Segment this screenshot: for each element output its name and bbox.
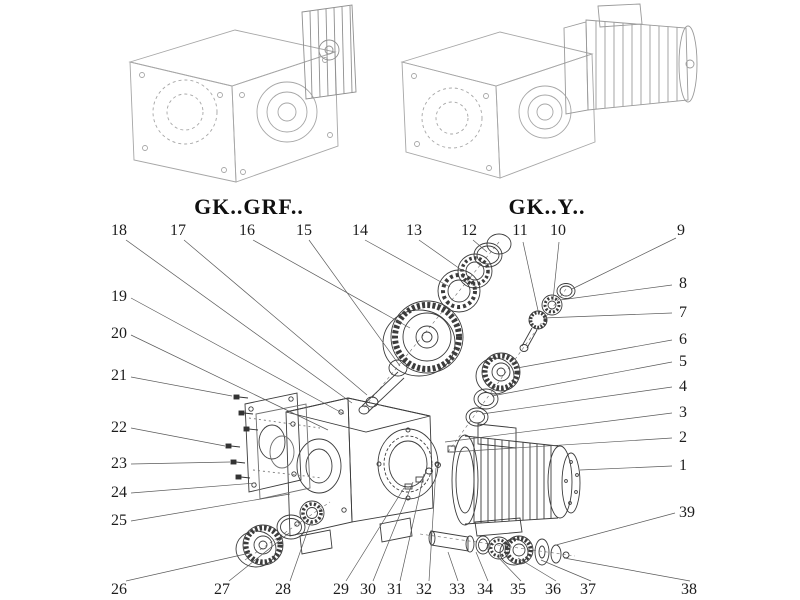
gearbox-y-drawing (400, 3, 698, 179)
model-caption-grf: GK..GRF.. (194, 194, 304, 219)
callout-10: 10 (550, 222, 566, 239)
callout-32: 32 (416, 581, 432, 598)
callout-6: 6 (679, 331, 687, 348)
callout-14: 14 (352, 222, 368, 239)
callout-17: 17 (170, 222, 186, 239)
retaining-rings-top (473, 233, 512, 268)
grf-housing (128, 29, 339, 183)
electric-motor (451, 423, 581, 537)
leader-lines (125, 237, 691, 582)
callout-15: 15 (296, 222, 312, 239)
callout-28: 28 (275, 581, 291, 598)
input-bearings (437, 253, 493, 313)
callout-31: 31 (387, 581, 403, 598)
callout-9: 9 (677, 222, 685, 239)
callout-24: 24 (111, 484, 127, 501)
intermediate-gear-group (465, 352, 521, 427)
y-motor (563, 3, 698, 115)
callout-37: 37 (580, 581, 596, 598)
callout-27: 27 (214, 581, 230, 598)
gearbox-grf-drawing (128, 4, 357, 183)
callout-13: 13 (406, 222, 422, 239)
callout-4: 4 (679, 378, 687, 395)
callout-38: 38 (681, 581, 697, 598)
callout-35: 35 (510, 581, 526, 598)
grf-input-finned-cover (301, 4, 357, 100)
callout-26: 26 (111, 581, 127, 598)
callout-18: 18 (111, 222, 127, 239)
assembly-axes (244, 241, 576, 561)
flange-bolts (225, 394, 259, 480)
callout-7: 7 (679, 304, 687, 321)
cover-plates (244, 392, 323, 500)
callout-34: 34 (477, 581, 493, 598)
callout-12: 12 (461, 222, 477, 239)
callout-16: 16 (239, 222, 255, 239)
callout-36: 36 (545, 581, 561, 598)
output-shaft-assembly (428, 530, 570, 566)
callout-20: 20 (111, 325, 127, 342)
y-housing (400, 31, 596, 179)
bottom-left-bearing-set (235, 500, 325, 568)
callout-19: 19 (111, 288, 127, 305)
callout-39: 39 (679, 504, 695, 521)
callout-1: 1 (679, 457, 687, 474)
callout-29: 29 (333, 581, 349, 598)
callout-3: 3 (679, 404, 687, 421)
model-caption-y: GK..Y.. (508, 194, 586, 219)
gear-housing (285, 397, 456, 555)
exploded-view-drawing (225, 233, 581, 568)
callout-23: 23 (111, 455, 127, 472)
bevel-pinion-group (519, 283, 576, 352)
callout-11: 11 (512, 222, 528, 239)
callout-30: 30 (360, 581, 376, 598)
callout-2: 2 (679, 429, 687, 446)
callout-21: 21 (111, 367, 127, 384)
callout-8: 8 (679, 275, 687, 292)
callout-5: 5 (679, 353, 687, 370)
large-gear-and-shaft (358, 300, 464, 415)
callout-33: 33 (449, 581, 465, 598)
callout-22: 22 (111, 419, 127, 436)
callout-25: 25 (111, 512, 127, 529)
